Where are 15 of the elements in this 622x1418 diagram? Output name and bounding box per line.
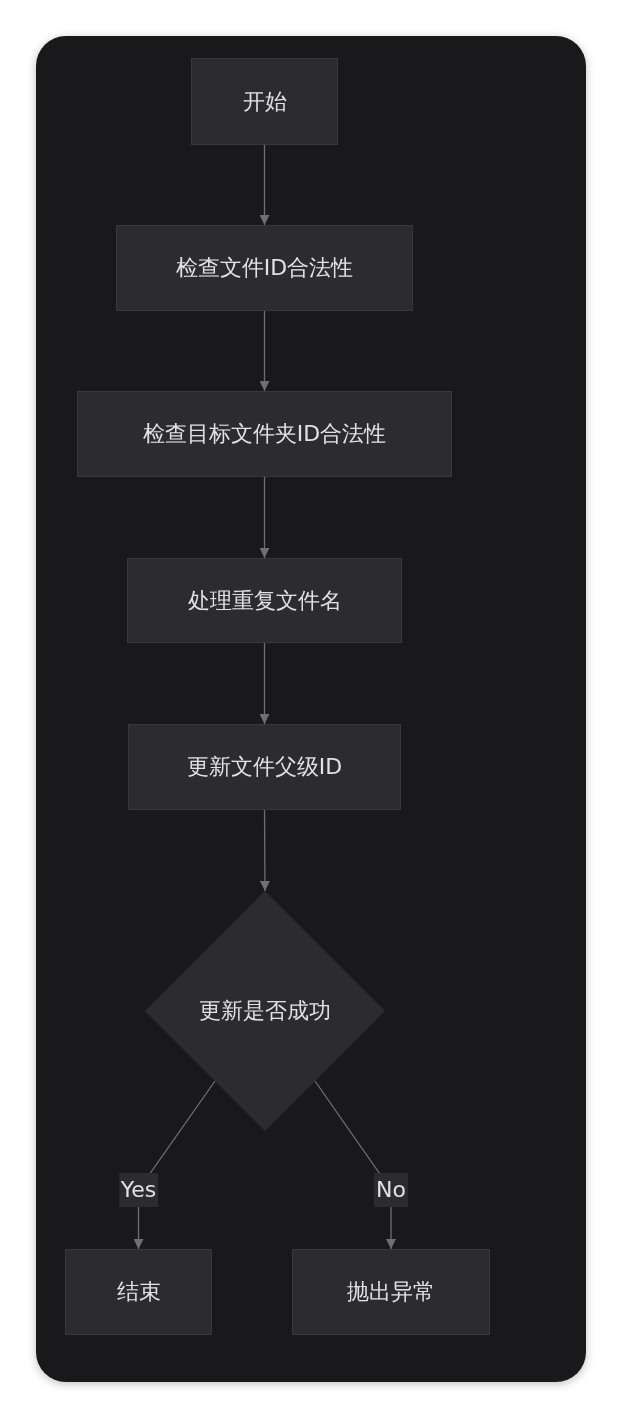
process-box: 结束 <box>65 1249 212 1335</box>
arrow <box>259 144 270 226</box>
arrow <box>259 476 270 559</box>
decision-diamond: 更新是否成功 <box>145 891 385 1131</box>
arrow <box>259 809 270 892</box>
process-box: 更新文件父级ID <box>128 724 401 810</box>
process-box: 检查文件ID合法性 <box>116 225 413 311</box>
edge-label: No <box>374 1173 408 1207</box>
edge-label: Yes <box>118 1173 159 1207</box>
process-box: 检查目标文件夹ID合法性 <box>77 391 452 477</box>
process-box: 处理重复文件名 <box>127 558 402 643</box>
process-box: 抛出异常 <box>292 1249 490 1335</box>
arrow <box>259 642 270 725</box>
process-box: 开始 <box>191 58 338 145</box>
arrow <box>259 310 270 392</box>
